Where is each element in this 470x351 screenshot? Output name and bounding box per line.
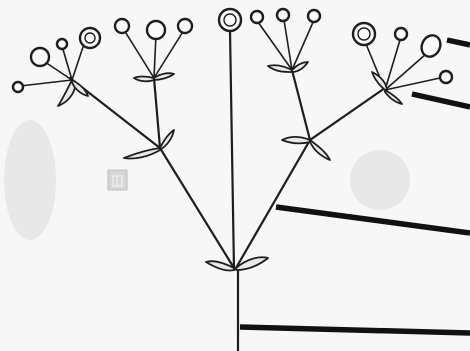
bract — [124, 148, 160, 159]
left-secondary-ray — [154, 78, 160, 148]
background-shading — [350, 150, 410, 210]
flower-bud — [13, 82, 23, 92]
flower — [115, 19, 129, 33]
pointer-line-ray — [276, 207, 470, 233]
pedicel — [385, 78, 440, 90]
pointer-line-bracteole — [412, 94, 470, 107]
background-shading — [4, 120, 56, 240]
flower-bud — [251, 11, 263, 23]
flower — [353, 23, 375, 45]
flower — [147, 21, 165, 39]
pointer-line-stem — [240, 327, 470, 333]
flower — [418, 32, 444, 60]
left-primary-ray — [70, 78, 234, 268]
flower-bud — [57, 39, 67, 49]
flower — [31, 48, 49, 66]
bract — [72, 80, 88, 96]
central-flower — [219, 9, 241, 31]
flower-bud — [395, 28, 407, 40]
pedicel — [20, 80, 72, 86]
flower-bud — [440, 71, 452, 83]
bract — [310, 140, 330, 160]
pedicel — [154, 34, 156, 78]
bract — [134, 77, 154, 82]
bract — [282, 137, 310, 143]
flower-bud — [277, 9, 289, 21]
bract — [160, 130, 174, 150]
flower — [178, 19, 192, 33]
flower — [80, 28, 100, 48]
central-ray — [230, 30, 234, 270]
pointer-line-flower — [447, 40, 470, 45]
pedicel — [258, 22, 292, 70]
pedicel — [284, 20, 292, 70]
right-secondary-ray — [292, 70, 310, 140]
bract — [385, 90, 402, 104]
flower-bud — [308, 10, 320, 22]
